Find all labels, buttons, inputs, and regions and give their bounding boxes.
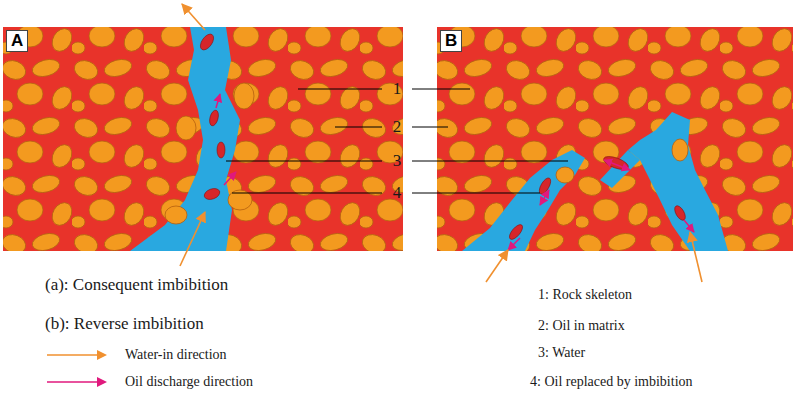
callout-number: 3 <box>393 152 402 171</box>
caption-text: 4: Oil replaced by imbibition <box>530 374 693 389</box>
callout-number: 1 <box>393 80 402 99</box>
legend-text: Water-in direction <box>125 347 227 362</box>
caption-text: (a): Consequent imbibition <box>45 276 228 295</box>
rock-panel: B <box>437 27 793 251</box>
arrow-sample <box>45 375 109 389</box>
caption-text: (b): Reverse imbibition <box>45 315 204 334</box>
rock-panel: A <box>3 27 403 251</box>
panel-letter: A <box>6 30 28 52</box>
callout-number: 2 <box>393 118 402 137</box>
panel-letter: B <box>440 30 462 52</box>
caption-text: 3: Water <box>538 345 585 360</box>
arrow-sample <box>45 348 109 362</box>
legend-text: Oil discharge direction <box>125 374 253 389</box>
caption-text: 2: Oil in matrix <box>538 318 625 333</box>
callout-number: 4 <box>393 184 402 203</box>
caption-text: 1: Rock skeleton <box>538 287 632 302</box>
